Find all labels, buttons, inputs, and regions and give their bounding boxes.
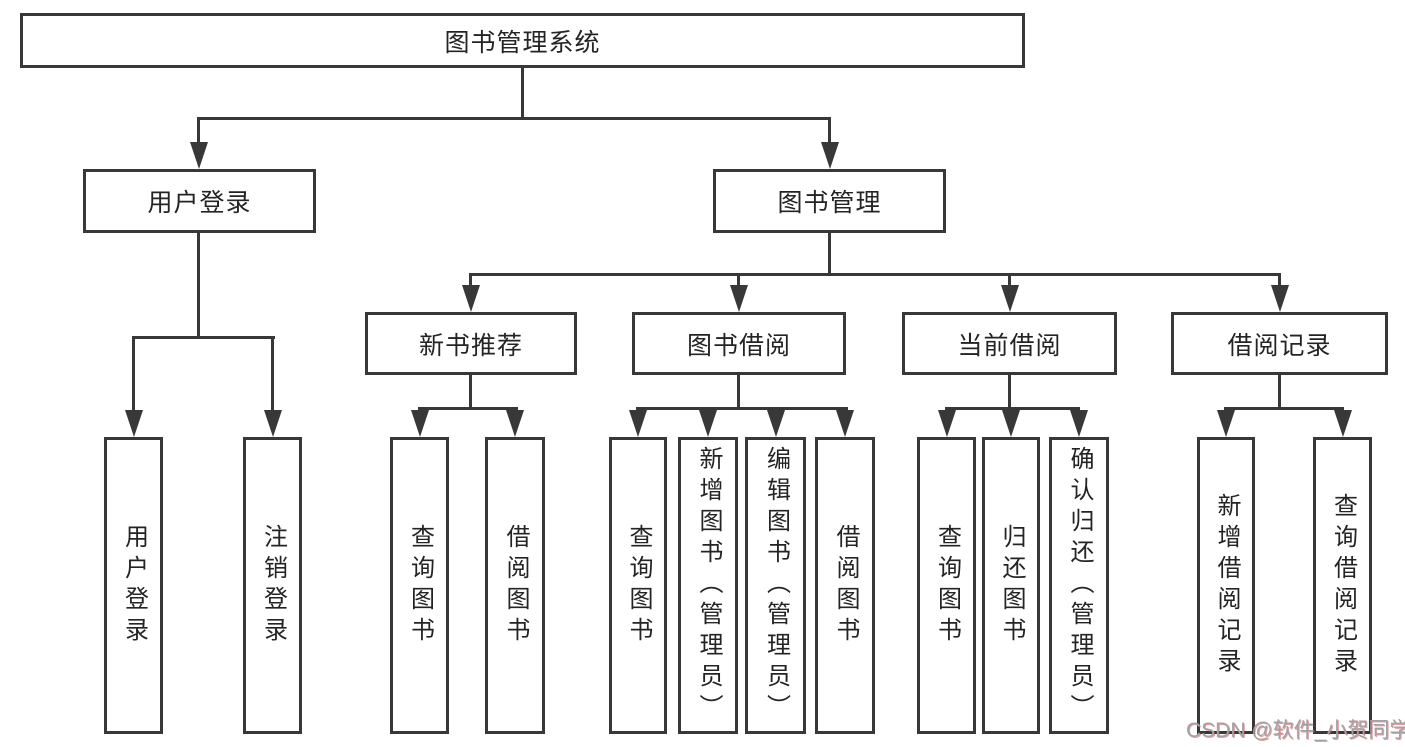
leaf-logout: 注销登录 — [243, 437, 302, 734]
node-new-book-recommend: 新书推荐 — [365, 312, 577, 375]
connector-drop-borrow-records — [1278, 273, 1281, 293]
node-book-management: 图书管理 — [713, 169, 946, 233]
arrowhead-current-borrow — [1001, 285, 1019, 312]
arrowhead-new-book — [462, 285, 480, 312]
node-root: 图书管理系统 — [20, 13, 1025, 68]
connector-book-management-stem — [828, 233, 831, 276]
connector-drop-book-borrow — [737, 273, 740, 293]
leaf-borrow-books-recommend: 借阅图书 — [485, 437, 545, 734]
arrowhead-borrow-recommend — [506, 410, 524, 437]
leaf-query-books-current-label: 查询图书 — [933, 523, 961, 648]
connector-drop-new-book — [469, 273, 472, 293]
leaf-borrow-books-recommend-label: 借阅图书 — [502, 523, 529, 648]
connector-drop-current-borrow — [1008, 273, 1011, 293]
arrowhead-confirm-return — [1070, 410, 1088, 437]
connector-level3-bar — [469, 273, 1281, 276]
connector-root-bar — [197, 117, 831, 120]
node-user-login: 用户登录 — [83, 169, 316, 233]
connector-new-book-bar — [418, 407, 518, 410]
node-root-label: 图书管理系统 — [444, 28, 601, 57]
node-current-borrow: 当前借阅 — [902, 312, 1117, 375]
connector-borrow-records-bar — [1224, 407, 1344, 410]
watermark: CSDN @软件_小贺同学 — [1186, 719, 1405, 742]
node-borrow-records-label: 借阅记录 — [1227, 331, 1332, 360]
connector-root-stem — [521, 68, 524, 120]
leaf-return-books-label: 归还图书 — [998, 523, 1025, 648]
arrowhead-book-borrow — [730, 285, 748, 312]
leaf-borrow-books-label: 借阅图书 — [832, 523, 859, 648]
connector-current-borrow-stem — [1008, 375, 1011, 410]
node-new-book-recommend-label: 新书推荐 — [418, 331, 523, 360]
connector-user-login-bar — [132, 336, 275, 339]
connector-drop-leaf-user-login — [132, 336, 135, 416]
leaf-query-borrow-record-label: 查询借阅记录 — [1329, 492, 1357, 679]
leaf-edit-books-admin-label: 编辑图书（管理员） — [762, 446, 790, 725]
leaf-borrow-books: 借阅图书 — [815, 437, 875, 734]
leaf-query-books-recommend: 查询图书 — [390, 437, 449, 734]
arrowhead-leaf-user-login — [125, 410, 143, 437]
leaf-return-books: 归还图书 — [982, 437, 1040, 734]
connector-drop-leaf-logout — [271, 336, 274, 416]
arrowhead-borrow-records — [1271, 285, 1289, 312]
connector-new-book-stem — [469, 375, 472, 410]
arrowhead-query-current — [938, 410, 956, 437]
leaf-add-borrow-record-label: 新增借阅记录 — [1213, 492, 1240, 679]
leaf-logout-label: 注销登录 — [259, 523, 287, 648]
node-book-borrow-label: 图书借阅 — [686, 331, 791, 360]
connector-drop-user-login — [197, 117, 200, 157]
connector-drop-book-management — [828, 117, 831, 157]
arrowhead-return-books — [1002, 410, 1020, 437]
connector-book-borrow-bar — [636, 407, 848, 410]
leaf-add-books-admin: 新增图书（管理员） — [678, 437, 738, 734]
arrowhead-edit-books — [767, 410, 785, 437]
node-current-borrow-label: 当前借阅 — [957, 331, 1062, 360]
leaf-query-books-recommend-label: 查询图书 — [406, 523, 434, 648]
leaf-add-borrow-record: 新增借阅记录 — [1197, 437, 1255, 734]
node-book-management-label: 图书管理 — [777, 189, 882, 217]
leaf-query-books-borrow: 查询图书 — [609, 437, 667, 734]
node-borrow-records: 借阅记录 — [1171, 312, 1388, 375]
leaf-add-books-admin-label: 新增图书（管理员） — [695, 446, 722, 725]
arrowhead-query-recommend — [411, 410, 429, 437]
node-user-login-label: 用户登录 — [147, 189, 252, 217]
connector-user-login-stem — [197, 233, 200, 339]
connector-borrow-records-stem — [1278, 375, 1281, 410]
arrowhead-borrow-books — [836, 410, 854, 437]
connector-book-borrow-stem — [737, 375, 740, 410]
arrowhead-add-books — [699, 410, 717, 437]
arrowhead-book-management — [821, 142, 839, 169]
node-book-borrow: 图书借阅 — [632, 312, 846, 375]
arrowhead-query-borrow — [629, 410, 647, 437]
arrowhead-add-record — [1217, 410, 1235, 437]
leaf-query-books-current: 查询图书 — [917, 437, 976, 734]
arrowhead-leaf-logout — [264, 410, 282, 437]
leaf-query-borrow-record: 查询借阅记录 — [1313, 437, 1372, 734]
leaf-user-login: 用户登录 — [104, 437, 163, 734]
leaf-user-login-label: 用户登录 — [120, 523, 148, 648]
leaf-edit-books-admin: 编辑图书（管理员） — [745, 437, 806, 734]
leaf-confirm-return-admin-label: 确认归还（管理员） — [1066, 446, 1093, 725]
arrowhead-user-login — [190, 142, 208, 169]
leaf-query-books-borrow-label: 查询图书 — [625, 523, 652, 648]
arrowhead-query-record — [1334, 410, 1352, 437]
connector-current-borrow-bar — [945, 407, 1080, 410]
leaf-confirm-return-admin: 确认归还（管理员） — [1049, 437, 1109, 734]
